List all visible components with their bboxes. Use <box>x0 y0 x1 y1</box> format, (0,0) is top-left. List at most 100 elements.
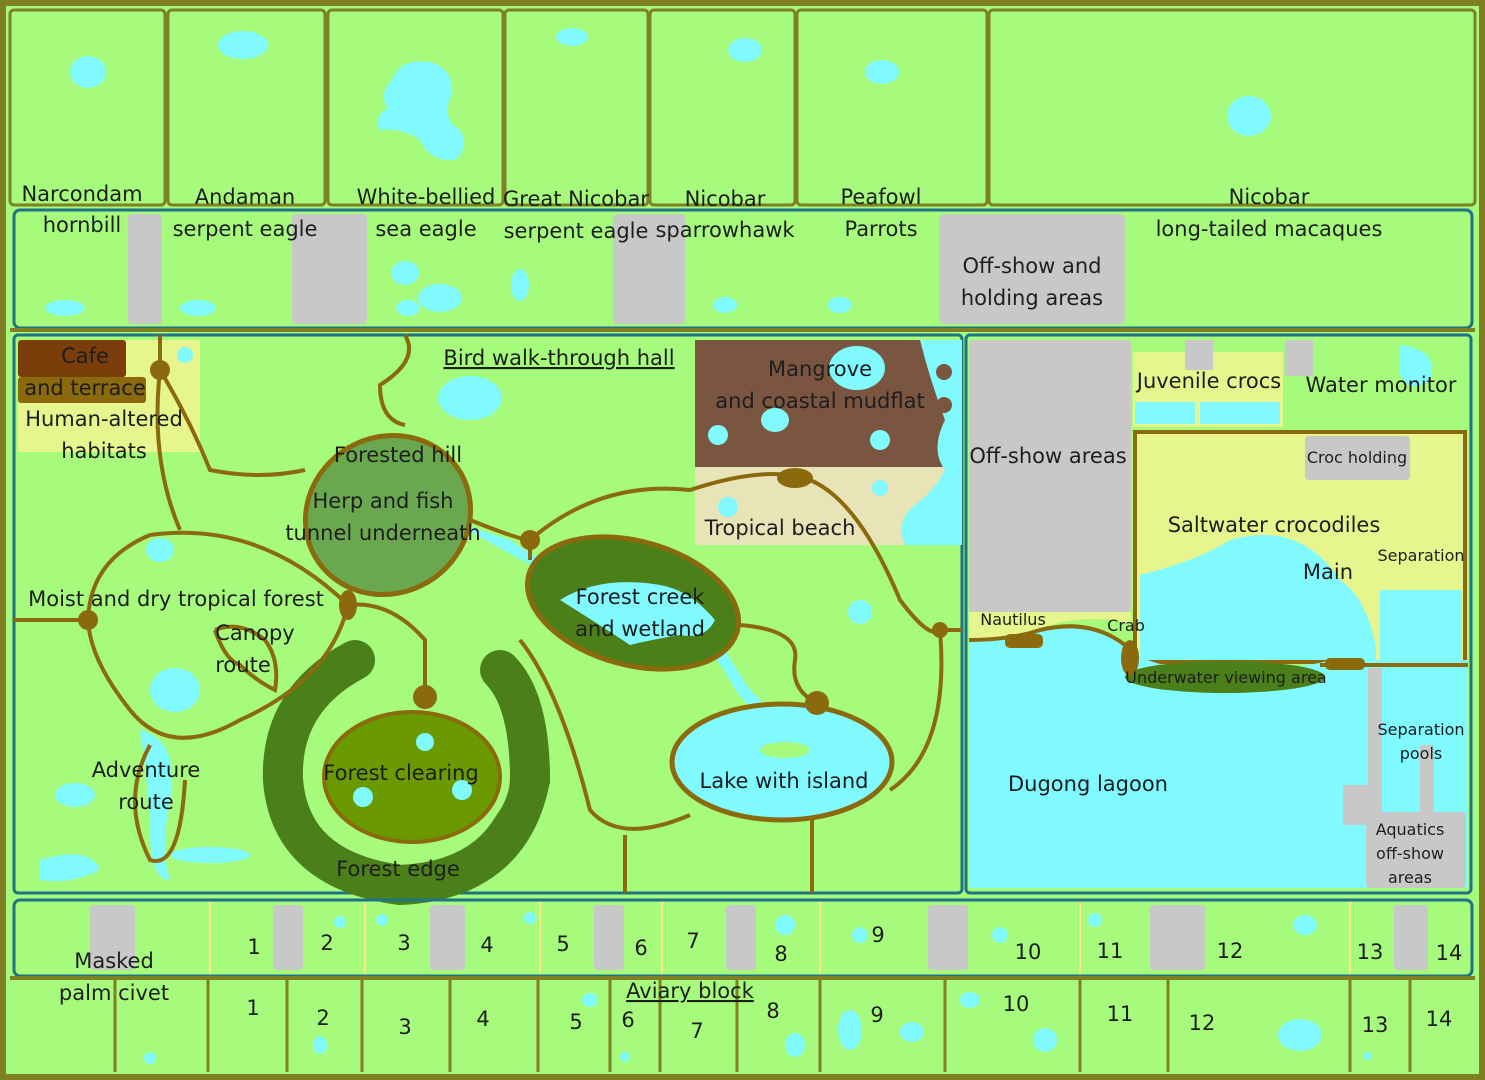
adventure-route-label: Adventure <box>92 758 201 782</box>
juvenile-crocs-label: Juvenile crocs <box>1135 369 1281 393</box>
aviary-upper-number: 3 <box>397 931 410 955</box>
nicobar-sparrowhawk-label: Nicobar <box>685 187 766 211</box>
svg-text:holding areas: holding areas <box>961 286 1103 310</box>
aviary-lower-cells <box>113 980 1412 1072</box>
svg-text:sparrowhawk: sparrowhawk <box>655 218 795 242</box>
aviary-lower-number: 5 <box>569 1010 582 1034</box>
tropical-beach-area <box>695 467 960 545</box>
white-bellied-sea-eagle-label: White-bellied <box>357 185 496 209</box>
moist-forest-label: Moist and dry tropical forest <box>28 587 324 611</box>
aviary-block-title: Aviary block <box>626 979 755 1003</box>
bird-hall-title: Bird walk-through hall <box>443 346 674 370</box>
aviary-upper-number: 14 <box>1436 941 1463 965</box>
offshow-holding-label: Off-show and <box>962 254 1101 278</box>
aviary-lower-number: 12 <box>1189 1011 1216 1035</box>
svg-text:off-show: off-show <box>1376 844 1444 863</box>
svg-text:tunnel underneath: tunnel underneath <box>285 521 480 545</box>
hall-ponds <box>40 376 872 882</box>
aviary-lower-number: 1 <box>246 996 259 1020</box>
forest-clearing <box>322 710 502 844</box>
human-altered-label: Human-altered <box>25 407 183 431</box>
peafowl-parrots-label: Peafowl <box>841 185 922 209</box>
holding-row-ponds <box>45 261 852 316</box>
svg-text:route: route <box>215 653 270 677</box>
aviary-lower-number: 14 <box>1426 1007 1453 1031</box>
cafe-label: Cafe <box>61 344 109 368</box>
aviary-lower-number: 2 <box>316 1006 329 1030</box>
underwater-viewing-area <box>1125 661 1325 693</box>
andaman-serpent-eagle-label: Andaman <box>195 185 296 209</box>
nicobar-macaques-label: Nicobar <box>1229 185 1310 209</box>
croc-holding-label: Croc holding <box>1307 448 1407 467</box>
saltwater-crocs-label: Saltwater crocodiles <box>1168 513 1381 537</box>
lake-island-label: Lake with island <box>700 769 869 793</box>
svg-text:habitats: habitats <box>61 439 147 463</box>
aviary-upper-number: 1 <box>247 935 260 959</box>
aviary-holding-blocks <box>90 905 1428 970</box>
aviary-upper-number: 9 <box>871 923 884 947</box>
svg-text:long-tailed macaques: long-tailed macaques <box>1156 217 1383 241</box>
svg-text:palm civet: palm civet <box>59 981 169 1005</box>
aviary-ponds <box>144 912 1371 1064</box>
lake-with-island <box>669 701 895 823</box>
crab-label: Crab <box>1107 616 1145 635</box>
aviary-upper-numbers: 1 2 3 4 5 6 7 8 9 10 11 12 13 14 <box>247 923 1462 966</box>
aquatics-offshow-label: Aquatics <box>1376 820 1445 839</box>
aviary-upper-number: 7 <box>686 929 699 953</box>
mangrove-label: Mangrove <box>768 357 872 381</box>
svg-text:serpent eagle: serpent eagle <box>173 217 318 241</box>
svg-text:route: route <box>118 790 173 814</box>
aviary-lower-number: 6 <box>621 1008 634 1032</box>
aviary-upper-number: 4 <box>480 933 493 957</box>
aviary-lower-number: 9 <box>870 1003 883 1027</box>
main-pool-label: Main <box>1303 560 1353 584</box>
svg-text:pools: pools <box>1400 744 1443 763</box>
water-monitor-label: Water monitor <box>1306 373 1457 397</box>
svg-text:sea eagle: sea eagle <box>375 217 476 241</box>
aviary-lower-number: 7 <box>690 1019 703 1043</box>
cafe-block <box>18 340 126 377</box>
mangrove-area <box>695 340 950 467</box>
aviary-lower-numbers: 1 2 3 4 5 6 7 8 9 10 11 12 13 14 <box>246 992 1452 1043</box>
separation-label: Separation <box>1378 546 1465 565</box>
svg-text:Parrots: Parrots <box>844 217 917 241</box>
masked-palm-civet-label: Masked <box>74 949 154 973</box>
terrace-label: and terrace <box>24 376 146 400</box>
forest-edge <box>262 640 551 906</box>
offshow-areas-label: Off-show areas <box>969 444 1126 468</box>
separation-pools-label: Separation <box>1378 720 1465 739</box>
svg-text:serpent eagle: serpent eagle <box>504 219 649 243</box>
aviary-lower-number: 10 <box>1003 992 1030 1016</box>
svg-text:and wetland: and wetland <box>575 617 705 641</box>
offshow-areas-block <box>969 340 1131 612</box>
aviary-lower-number: 11 <box>1107 1002 1134 1026</box>
narcondam-hornbill-label: Narcondam <box>21 182 142 206</box>
herp-fish-label: Herp and fish <box>312 489 453 513</box>
aviary-upper-number: 10 <box>1015 940 1042 964</box>
path-nodes <box>78 360 948 715</box>
svg-text:and coastal mudflat: and coastal mudflat <box>715 389 924 413</box>
tropical-beach-label: Tropical beach <box>704 516 856 540</box>
aviary-lower-number: 13 <box>1362 1013 1389 1037</box>
terrace-block <box>18 377 146 403</box>
aviary-lower-number: 3 <box>398 1015 411 1039</box>
dugong-lagoon-label: Dugong lagoon <box>1008 772 1168 796</box>
forested-hill <box>302 432 474 598</box>
forest-edge-label: Forest edge <box>336 857 460 881</box>
aviary-lower-number: 4 <box>476 1007 489 1031</box>
aviary-upper-number: 8 <box>774 942 787 966</box>
forest-clearing-label: Forest clearing <box>323 761 478 785</box>
forested-hill-label: Forested hill <box>334 443 462 467</box>
great-nicobar-serpent-eagle-label: Great Nicobar <box>503 187 649 211</box>
nautilus-label: Nautilus <box>980 610 1046 629</box>
aviary-upper-number: 11 <box>1097 939 1124 963</box>
aviary-upper-number: 6 <box>634 936 647 960</box>
top-ponds <box>70 28 1271 161</box>
croc-holding-block <box>1305 436 1410 480</box>
svg-text:hornbill: hornbill <box>43 213 122 237</box>
aviary-upper-number: 12 <box>1217 939 1244 963</box>
forest-creek-label: Forest creek <box>576 585 706 609</box>
holding-blocks <box>128 214 1125 324</box>
underwater-viewing-label: Underwater viewing area <box>1125 668 1326 687</box>
